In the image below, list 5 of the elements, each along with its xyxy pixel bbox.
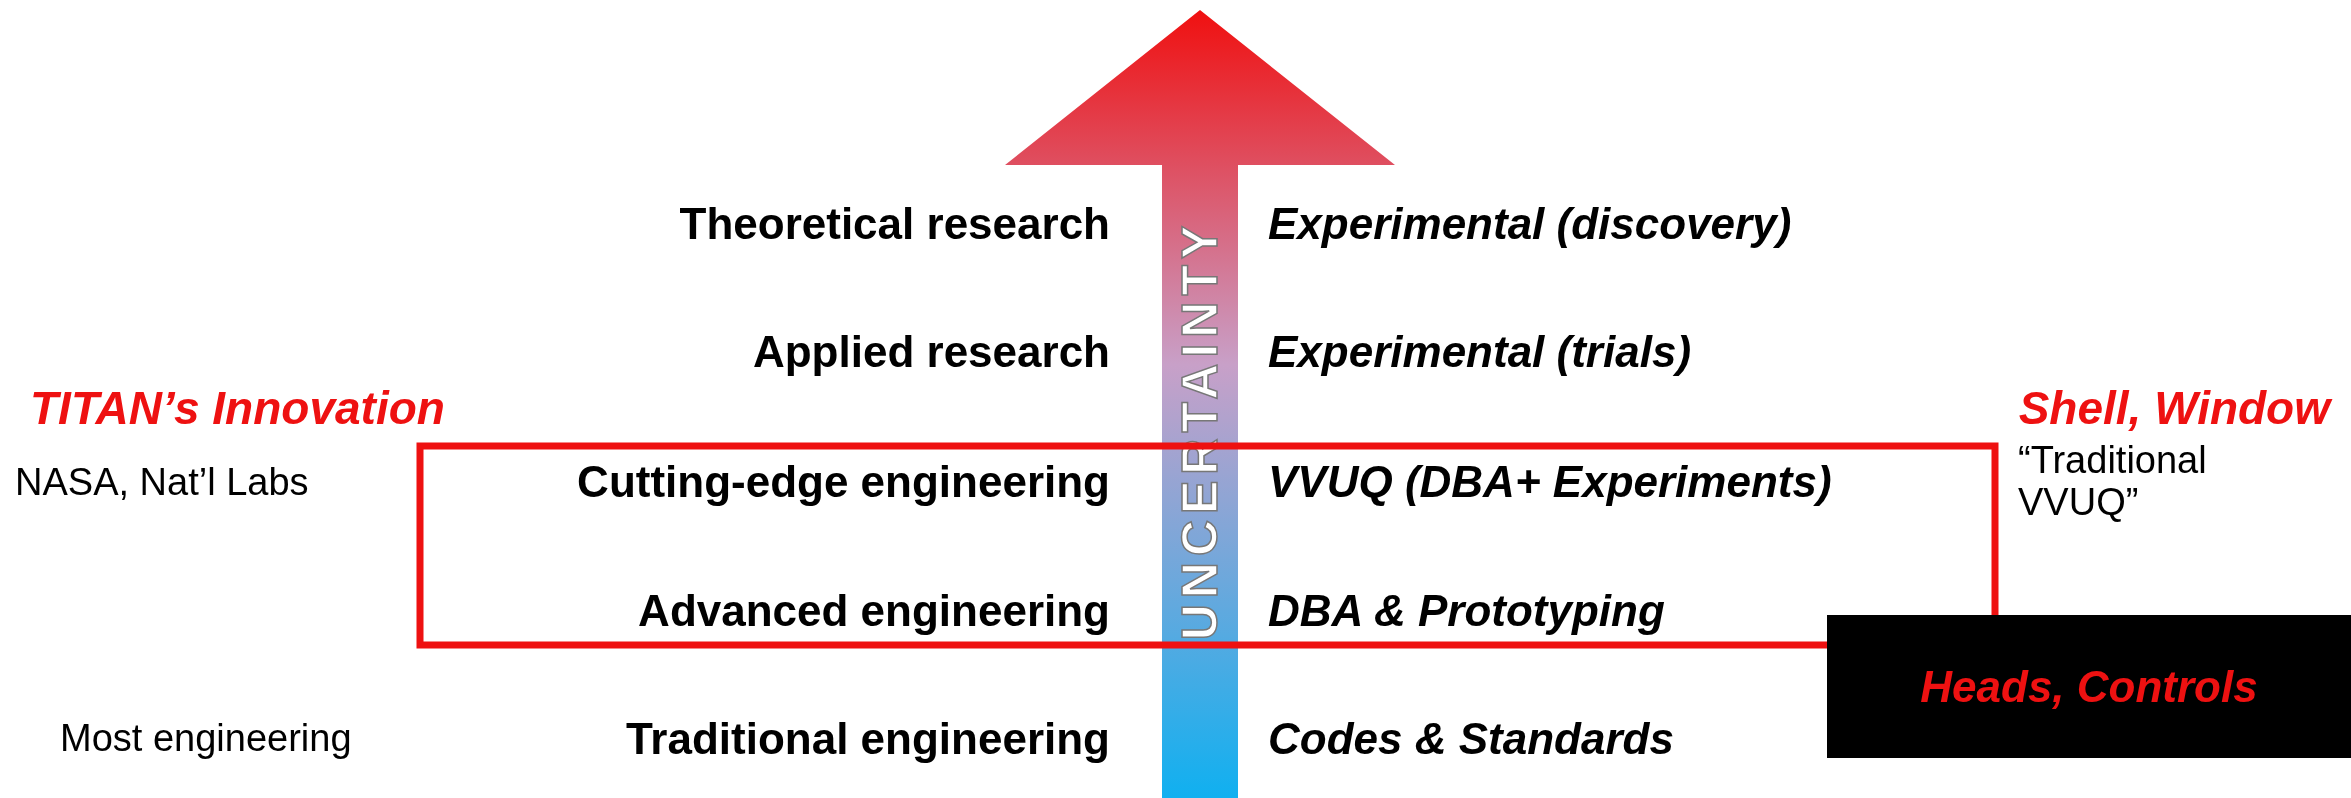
callout-box: Heads, Controls <box>1827 615 2351 758</box>
group-heading: TITAN’s Innovation <box>30 383 445 434</box>
note-text: NASA, Nat’l Labs <box>15 462 309 504</box>
note-text: Most engineering <box>60 718 352 760</box>
note-text: “Traditional VVUQ” <box>2018 440 2208 524</box>
